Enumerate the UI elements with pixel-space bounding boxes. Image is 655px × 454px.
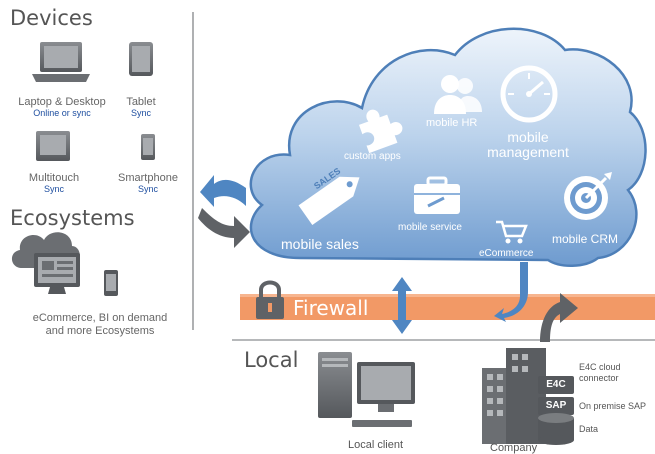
device-label: Smartphone bbox=[118, 172, 178, 184]
e4c-label: E4C cloud connector bbox=[579, 362, 621, 384]
e4c-badge-text: E4C bbox=[546, 379, 566, 390]
mobile-hr-label: mobile HR bbox=[426, 117, 478, 129]
desktop-computer-icon bbox=[318, 352, 415, 427]
device-label: Multitouch bbox=[28, 172, 80, 184]
people-icon bbox=[434, 75, 482, 114]
device-label: Tablet bbox=[126, 96, 156, 108]
firewall-arrow-icon bbox=[392, 277, 412, 334]
lock-icon bbox=[256, 280, 284, 319]
mobile-management-label: mobile management bbox=[480, 130, 576, 160]
firewall-label: Firewall bbox=[293, 296, 369, 320]
ecommerce-label: eCommerce bbox=[479, 248, 534, 259]
device-sync-mode: Sync bbox=[137, 184, 158, 194]
ecosystem-caption-line: and more Ecosystems bbox=[45, 325, 155, 337]
firewall-bar bbox=[240, 294, 655, 320]
sap-badge-text: SAP bbox=[545, 400, 567, 411]
device-multitouch: Multitouch Sync bbox=[18, 172, 90, 194]
building-icon bbox=[482, 348, 546, 444]
devices-heading: Devices bbox=[10, 6, 93, 30]
sap-badge bbox=[538, 397, 574, 415]
ecosystem-caption-line: eCommerce, BI on demand bbox=[32, 312, 168, 324]
data-label: Data bbox=[579, 424, 599, 434]
mobile-management-line: mobile bbox=[507, 129, 549, 145]
sales-tag-icon bbox=[298, 176, 360, 226]
company-label: Company bbox=[490, 442, 538, 454]
cloud bbox=[249, 27, 647, 267]
multitouch-icon bbox=[36, 131, 70, 161]
e4c-label-line: E4C cloud bbox=[579, 362, 621, 372]
device-sync-mode: Online or sync bbox=[33, 108, 91, 118]
sync-arrow-gray bbox=[198, 208, 250, 248]
cart-icon bbox=[496, 220, 528, 244]
device-smartphone: Smartphone Sync bbox=[112, 172, 184, 194]
database-icon bbox=[538, 413, 574, 445]
ecosystem-caption: eCommerce, BI on demand and more Ecosyst… bbox=[20, 312, 180, 338]
local-client-label: Local client bbox=[348, 439, 404, 451]
device-sync-mode: Sync bbox=[43, 184, 64, 194]
ecosystem-cloud-icon bbox=[11, 232, 118, 296]
custom-apps-label: custom apps bbox=[344, 151, 401, 162]
toolbox-icon bbox=[414, 176, 460, 214]
device-label: Laptop & Desktop bbox=[18, 96, 106, 108]
ecosystems-heading: Ecosystems bbox=[10, 206, 135, 230]
local-heading: Local bbox=[244, 348, 299, 372]
company-up-arrow bbox=[540, 293, 578, 342]
target-icon bbox=[564, 172, 612, 220]
sync-arrow-blue bbox=[200, 175, 246, 207]
mobile-management-line: management bbox=[487, 144, 569, 160]
gauge-icon bbox=[500, 65, 558, 123]
tablet-icon bbox=[129, 42, 153, 76]
device-sync-mode: Sync bbox=[130, 108, 151, 118]
device-tablet: Tablet Sync bbox=[116, 96, 166, 118]
device-laptop: Laptop & Desktop Online or sync bbox=[10, 96, 114, 118]
sap-label: On premise SAP bbox=[579, 401, 647, 411]
cloud-down-arrow bbox=[494, 262, 536, 322]
mobile-service-label: mobile service bbox=[398, 222, 462, 233]
e4c-label-line: connector bbox=[579, 373, 619, 383]
smartphone-icon bbox=[141, 134, 155, 160]
laptop-icon bbox=[32, 42, 90, 82]
mobile-crm-label: mobile CRM bbox=[552, 232, 619, 246]
e4c-connector-badge bbox=[538, 376, 574, 394]
puzzle-icon bbox=[358, 109, 403, 154]
mobile-sales-label: mobile sales bbox=[281, 236, 359, 252]
